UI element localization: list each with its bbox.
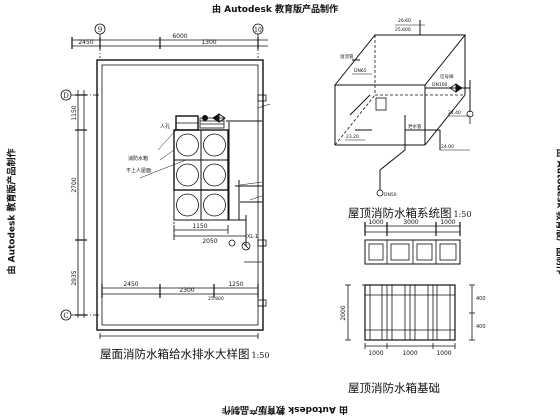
foundation-top-block (364, 239, 461, 265)
sys-label-8: 溢流管 (340, 53, 354, 60)
axis-marker-10: 10 (252, 23, 264, 35)
sys-label-3: 24.00 (441, 144, 454, 150)
sys-label-10: 信号阀 (440, 73, 454, 80)
label-manhole: 人孔 (160, 123, 170, 130)
sys-label-6: DN65 (354, 68, 367, 74)
dim-inner-1: 2050 (202, 238, 217, 245)
axis-marker-D: D (60, 89, 72, 101)
watermark-top: 由 Autodesk 教育版产品制作 (212, 5, 339, 15)
fdim-top-0: 1000 (368, 219, 383, 226)
dim-inner-0: 1150 (192, 223, 207, 230)
svg-text:D: D (63, 92, 69, 100)
title-foundation: 屋顶消防水箱基础 (348, 381, 440, 395)
dim-left-2: 2935 (71, 270, 78, 285)
watermark-right: 由 Autodesk 教育版产品制作 (554, 148, 560, 275)
dim-top-2: 1300 (201, 39, 216, 46)
watermark-left: 由 Autodesk 教育版产品制作 (7, 148, 18, 275)
fdim-right-0: 400 (476, 296, 486, 302)
fdim-bottom-1: 1000 (402, 350, 417, 357)
dim-left-0: 1150 (71, 105, 78, 120)
svg-text:C: C (63, 312, 68, 320)
dim-bottom-0: 2450 (123, 281, 138, 288)
axis-marker-C: C (60, 309, 72, 321)
watermark-bottom: 由 Autodesk 教育版产品制作 (222, 404, 349, 414)
dim-left-1: 2700 (71, 177, 78, 192)
tank-isometric (333, 34, 467, 146)
sys-label-4: 23.20 (346, 134, 359, 140)
sys-label-5: DN100 (432, 82, 448, 88)
fire-water-tank-plan (173, 115, 229, 221)
label-tank: 消防水箱 (128, 155, 148, 162)
fdim-left-0: 2000 (340, 305, 347, 320)
sys-label-9: 泄水管 (408, 123, 422, 130)
foundation-plan (362, 284, 456, 341)
fdim-bottom-2: 1000 (436, 350, 451, 357)
fdim-top-2: 1000 (440, 219, 455, 226)
label-roof: 不上人屋面 (126, 167, 151, 174)
fdim-right-1: 400 (476, 324, 486, 330)
sys-label-2: 24.40 (448, 110, 461, 116)
dim-top-0: 2450 (78, 39, 93, 46)
label-xl1: XL-1 (247, 234, 258, 240)
svg-text:9: 9 (98, 26, 102, 34)
sys-label-7: DN50 (384, 192, 397, 198)
svg-text:10: 10 (254, 27, 262, 34)
fdim-top-1: 3000 (403, 219, 418, 226)
dim-top-1: 6000 (172, 33, 187, 40)
dim-bottom-1: 2300 (179, 287, 194, 294)
sys-label-0: 26.60 (398, 18, 411, 24)
sys-label-1: 25.600 (395, 27, 411, 33)
label-elev: 25.800 (208, 296, 224, 302)
fdim-bottom-0: 1000 (368, 350, 383, 357)
dim-bottom-2: 1250 (228, 281, 243, 288)
axis-marker-9: 9 (94, 23, 106, 35)
